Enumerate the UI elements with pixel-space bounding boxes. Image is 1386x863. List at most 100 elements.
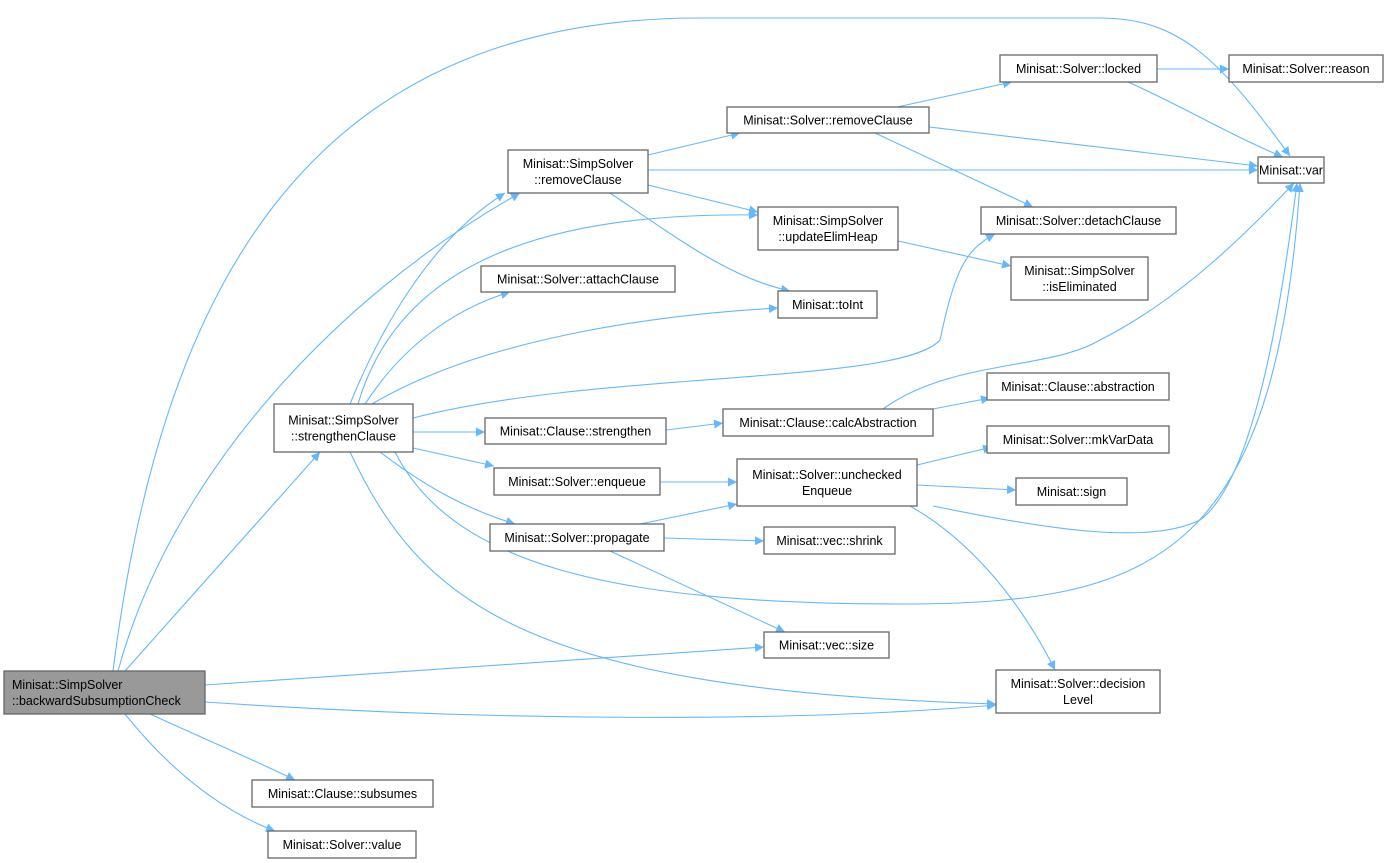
edge-strengthenClause-to-detachClause [412,233,996,419]
edge-bsc-to-strengthenClause [124,451,321,672]
node-simpRemoveClause[interactable]: Minisat::SimpSolver::removeClause [507,149,649,194]
node-box [980,206,1177,235]
node-box [3,670,206,715]
edge-updateElimHeap-to-isEliminated [897,240,1012,269]
node-isEliminated[interactable]: Minisat::SimpSolver::isEliminated [1010,256,1149,301]
node-box [763,526,896,555]
node-label: Minisat::Solver::removeClause [743,114,913,128]
node-mkVarData[interactable]: Minisat::Solver::mkVarData [986,425,1170,454]
node-shrink[interactable]: Minisat::vec::shrink [763,526,896,555]
edge-propagate-to-shrink [663,536,765,546]
edge-uncheckedEnqueue-to-var [932,182,1301,534]
node-strengthenClause[interactable]: Minisat::SimpSolver::strengthenClause [273,403,414,453]
node-subsumes[interactable]: Minisat::Clause::subsumes [251,779,434,808]
node-label: Minisat::Solver::value [283,838,402,852]
node-updateElimHeap[interactable]: Minisat::SimpSolver::updateElimHeap [757,206,899,251]
node-propagate[interactable]: Minisat::Solver::propagate [489,523,665,552]
node-box [736,458,918,507]
edge-solverRemoveClause-to-locked [896,79,1013,108]
node-box [722,408,934,437]
edge-strengthenClause-to-toInt [371,303,779,405]
edge-simpRemoveClause-to-toInt [609,192,791,294]
node-detachClause[interactable]: Minisat::Solver::detachClause [980,206,1177,235]
edge-bsc-to-value [124,713,276,832]
edge-strengthenClause-to-propagate [379,451,516,526]
node-label: Minisat::Clause::calcAbstraction [739,416,916,430]
node-box [986,372,1170,401]
node-label: Minisat::Solver::decision [1011,677,1146,691]
node-label: ::isEliminated [1042,280,1116,294]
node-label: ::strengthenClause [291,430,396,444]
edge-solverRemoveClause-to-var [928,126,1259,170]
node-box [251,779,434,808]
node-label: Minisat::sign [1037,485,1107,499]
node-label: Minisat::Solver::mkVarData [1003,433,1154,447]
node-bsc[interactable]: Minisat::SimpSolver::backwardSubsumption… [3,670,206,715]
node-reason[interactable]: Minisat::Solver::reason [1228,54,1384,83]
edge-strengthenClause-to-decisionLevel [349,451,997,709]
node-calcAbstraction[interactable]: Minisat::Clause::calcAbstraction [722,408,934,437]
node-box [480,265,676,293]
edge-propagate-to-uncheckedEnqueue [639,501,738,525]
node-label: Enqueue [802,484,852,498]
edge-calcAbstraction-to-var [882,182,1295,410]
edge-bsc-to-subsumes [149,713,296,781]
node-label: Minisat::SimpSolver [773,214,883,228]
edge-propagate-to-vecSize [609,550,786,633]
node-box [1015,477,1128,506]
edge-bsc-to-vecSize [204,643,765,686]
edges-layer [112,17,1304,832]
edge-strengthenClause-to-enqueue [412,447,495,469]
node-label: Minisat::SimpSolver [1024,264,1134,278]
node-label: Minisat::SimpSolver [12,678,122,692]
edge-strengthen-to-calcAbstraction [665,419,724,431]
edge-calcAbstraction-to-abstraction [932,395,991,410]
node-label: Minisat::Solver::locked [1016,62,1141,76]
edge-simpRemoveClause-to-updateElimHeap [647,184,759,215]
node-enqueue[interactable]: Minisat::Solver::enqueue [493,467,661,496]
node-label: ::updateElimHeap [778,230,877,244]
node-abstraction[interactable]: Minisat::Clause::abstraction [986,372,1170,401]
edge-bsc-to-decisionLevel [204,701,997,718]
node-label: Minisat::SimpSolver [288,414,398,428]
node-var[interactable]: Minisat::var [1257,156,1325,184]
edge-strengthenClause-to-simpRemoveClause [349,192,506,405]
node-label: Level [1063,693,1093,707]
node-box [726,106,930,134]
edge-strengthenClause-to-attachClause [364,290,511,405]
node-value[interactable]: Minisat::Solver::value [267,830,417,859]
node-toInt[interactable]: Minisat::toInt [777,290,878,319]
edge-locked-to-var [1127,81,1284,158]
node-box [507,149,649,194]
node-box [484,417,667,445]
node-label: Minisat::Solver::propagate [504,531,649,545]
edge-uncheckedEnqueue-to-mkVarData [916,444,993,466]
node-label: Minisat::vec::size [779,639,874,653]
node-vecSize[interactable]: Minisat::vec::size [763,631,890,659]
edge-strengthenClause-to-updateElimHeap [357,210,759,405]
node-label: ::removeClause [534,173,622,187]
node-label: Minisat::Solver::detachClause [996,214,1161,228]
edge-simpRemoveClause-to-solverRemoveClause [647,130,741,156]
node-locked[interactable]: Minisat::Solver::locked [999,54,1158,83]
node-box [489,523,665,552]
node-solverRemoveClause[interactable]: Minisat::Solver::removeClause [726,106,930,134]
node-attachClause[interactable]: Minisat::Solver::attachClause [480,265,676,293]
node-box [777,290,878,319]
edge-strengthenClause-to-var [394,182,1304,605]
node-label: Minisat::Clause::subsumes [268,787,417,801]
node-box [1228,54,1384,83]
edge-uncheckedEnqueue-to-sign [916,484,1017,495]
node-box [1010,256,1149,301]
node-label: Minisat::SimpSolver [523,157,633,171]
node-box [999,54,1158,83]
node-label: Minisat::toInt [792,298,863,312]
node-sign[interactable]: Minisat::sign [1015,477,1128,506]
node-box [1257,156,1325,184]
edge-bsc-to-var [112,17,1291,672]
node-strengthen[interactable]: Minisat::Clause::strengthen [484,417,667,445]
node-label: Minisat::Solver::unchecked [752,468,901,482]
